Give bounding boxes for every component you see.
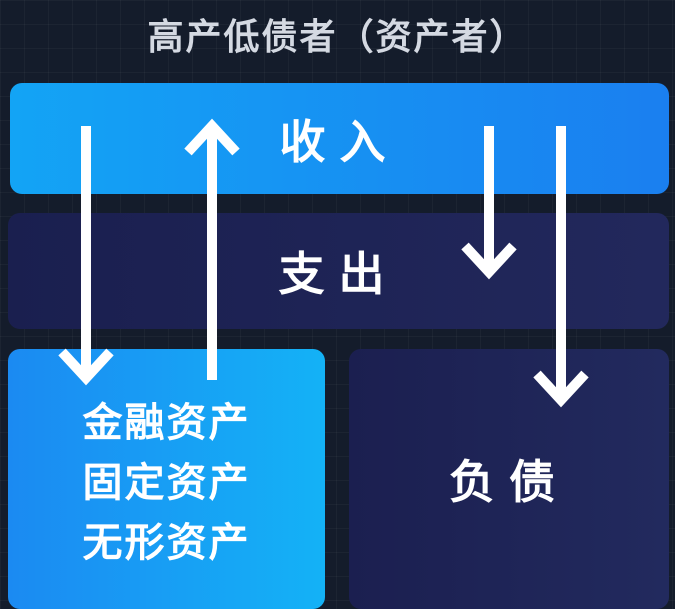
asset-line-fixed: 固定资产 [82,460,251,506]
arrow-income-to-expense [461,126,517,280]
flow-arrows [58,118,589,408]
arrow-income-to-assets [58,126,114,386]
asset-line-financial: 金融资产 [82,400,251,446]
asset-line-intangible: 无形资产 [82,520,251,566]
arrow-income-to-liability [533,126,589,408]
income-label: 收入 [279,114,400,169]
arrow-assets-to-income [184,118,240,380]
liability-box: 负债 [349,349,669,609]
assets-box: 金融资产 固定资产 无形资产 [8,349,325,609]
diagram-title: 高产低债者（资产者） [147,17,528,58]
expense-label: 支出 [278,247,399,301]
liability-label: 负债 [449,455,569,509]
